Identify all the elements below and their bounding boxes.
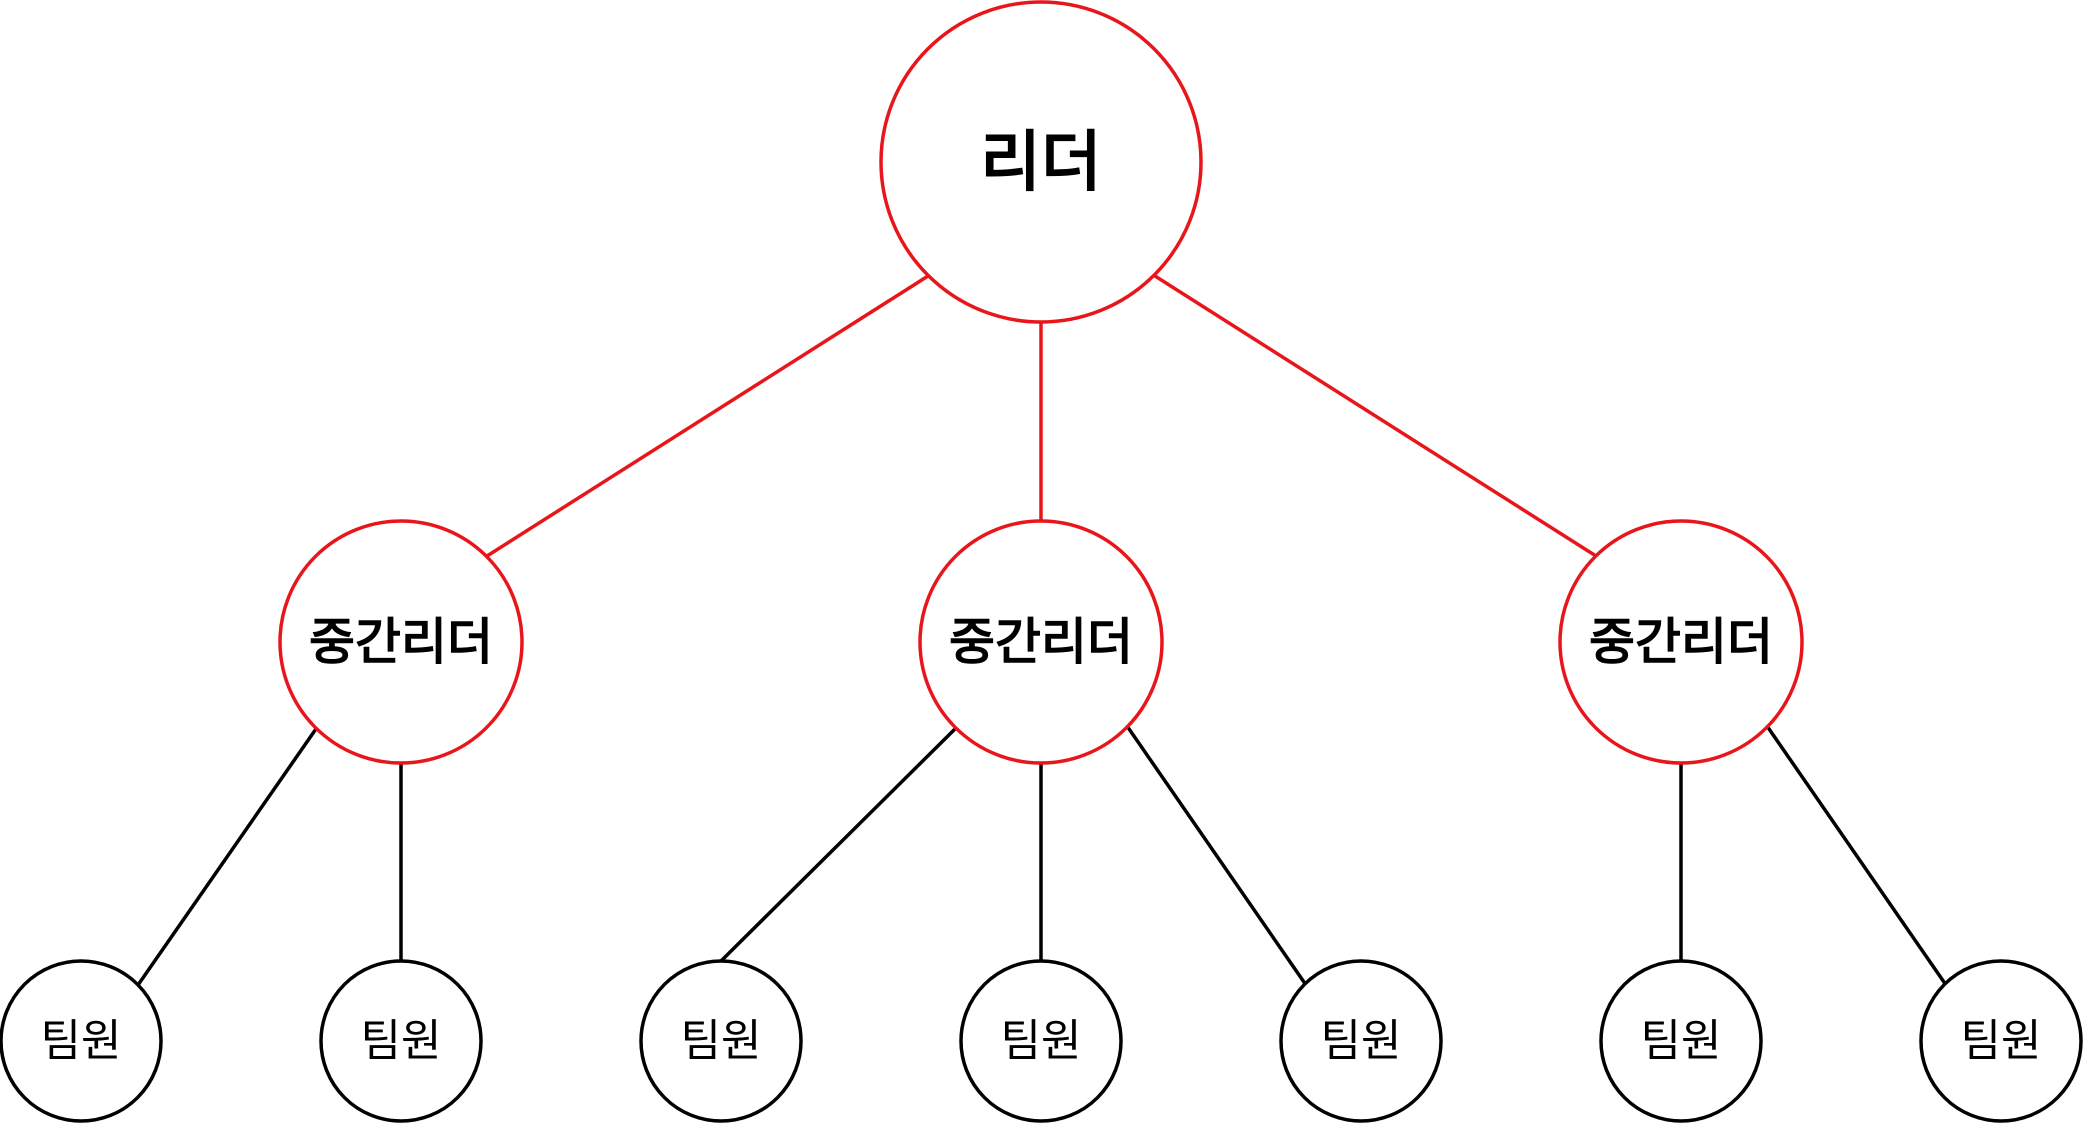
- team-member-label: 팀원: [41, 1016, 122, 1067]
- team-member-label: 팀원: [1641, 1016, 1722, 1067]
- middle-leader-circle: [918, 519, 1164, 765]
- team-member-label: 팀원: [361, 1016, 442, 1067]
- middle-leader-node: 중간리더: [1558, 519, 1804, 765]
- team-member-node: 팀원: [639, 959, 803, 1123]
- team-member-node: 팀원: [1919, 959, 2083, 1123]
- team-member-circle: [959, 959, 1123, 1123]
- team-member-label: 팀원: [1001, 1016, 1082, 1067]
- team-member-label: 팀원: [1321, 1016, 1402, 1067]
- middle-leader-label: 중간리더: [1589, 613, 1773, 671]
- team-member-circle: [0, 959, 163, 1123]
- team-member-node: 팀원: [1599, 959, 1763, 1123]
- middle-leader-label: 중간리더: [309, 613, 493, 671]
- leader-edges: [486, 274, 1597, 558]
- middle-leader-circle: [278, 519, 524, 765]
- team-member-circle: [1279, 959, 1443, 1123]
- edge-leader-to-mid-3: [1154, 274, 1597, 558]
- team-member-circle: [319, 959, 483, 1123]
- edge-mid-2-to-member-5: [1125, 725, 1308, 986]
- team-member-label: 팀원: [681, 1016, 762, 1067]
- member-edges: [136, 724, 1948, 986]
- team-member-node: 팀원: [959, 959, 1123, 1123]
- middle-leader-node: 중간리더: [918, 519, 1164, 765]
- team-member-circle: [639, 959, 803, 1123]
- team-member-label: 팀원: [1961, 1016, 2042, 1067]
- middle-leader-circle: [1558, 519, 1804, 765]
- team-member-circle: [1599, 959, 1763, 1123]
- edge-mid-1-to-member-1: [136, 725, 320, 986]
- team-member-node: 팀원: [0, 959, 163, 1123]
- leader-circle: [879, 0, 1203, 324]
- leader-node: 리더: [879, 0, 1203, 324]
- middle-leader-label: 중간리더: [949, 613, 1133, 671]
- edge-mid-3-to-member-7: [1765, 725, 1948, 986]
- edge-mid-2-to-member-3: [718, 724, 960, 964]
- middle-leader-node: 중간리더: [278, 519, 524, 765]
- team-member-node: 팀원: [319, 959, 483, 1123]
- edge-leader-to-mid-1: [486, 274, 929, 558]
- leader-label: 리더: [980, 124, 1101, 201]
- team-member-node: 팀원: [1279, 959, 1443, 1123]
- team-member-circle: [1919, 959, 2083, 1123]
